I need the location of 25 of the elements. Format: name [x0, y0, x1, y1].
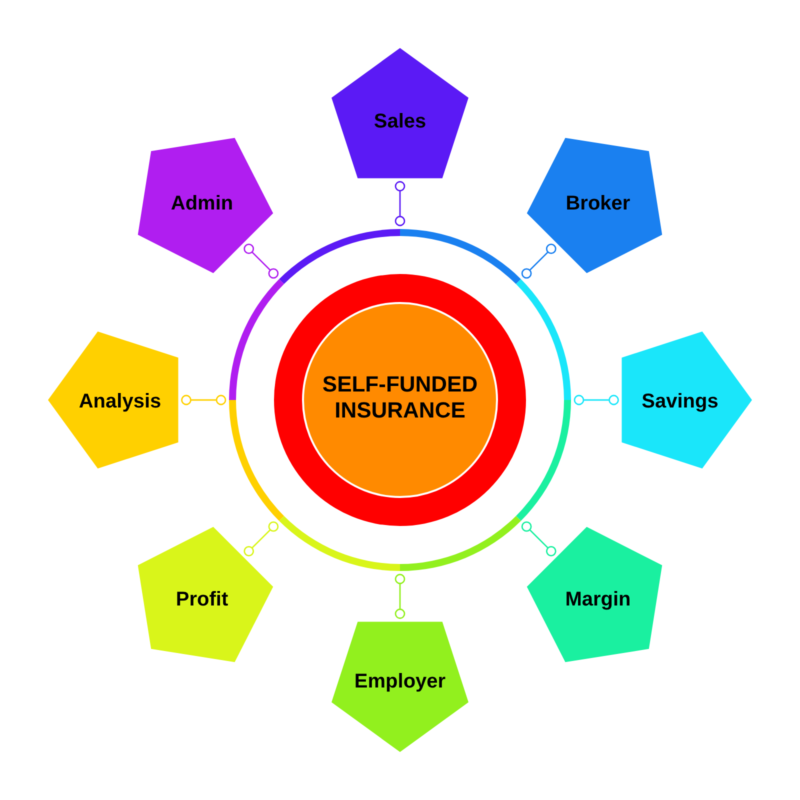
node-label: Margin: [565, 588, 631, 612]
connector-line: [394, 571, 406, 622]
pentagon-shape: [137, 137, 274, 274]
node-label: Savings: [642, 390, 718, 414]
pentagon-shape: [331, 48, 469, 179]
pentagon-shape: [621, 331, 752, 469]
pentagon-shape: [526, 526, 663, 663]
connector-line: [178, 394, 229, 406]
connector-line: [242, 520, 280, 558]
connector-line: [394, 178, 406, 229]
connector-line: [520, 520, 558, 558]
node-label: Broker: [566, 192, 630, 216]
pentagon-shape: [137, 526, 274, 663]
node-label: Analysis: [78, 390, 162, 414]
node-label: Sales: [374, 110, 426, 134]
center-title: SELF-FUNDED INSURANCE: [321, 372, 479, 424]
node-label: Admin: [170, 192, 234, 216]
connector-line: [571, 394, 622, 406]
connector-line: [242, 242, 280, 280]
connector-line: [520, 242, 558, 280]
pentagon-shape: [526, 137, 663, 274]
node-label: Employer: [354, 670, 446, 694]
node-label: Profit: [176, 588, 228, 612]
pentagon-shape: [331, 621, 469, 752]
pentagon-shape: [48, 331, 179, 469]
